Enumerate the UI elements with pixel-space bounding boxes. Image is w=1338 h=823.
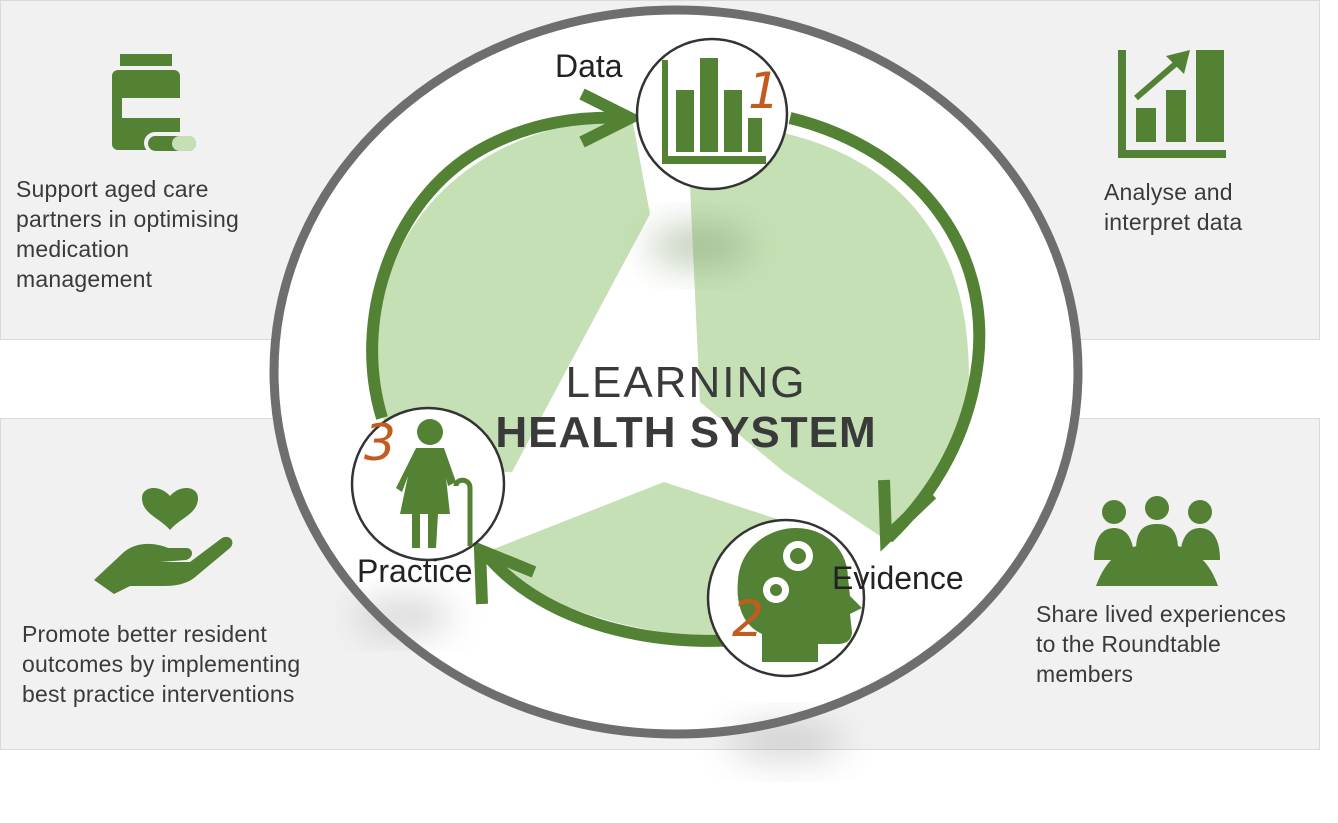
- sector-data-evidence: [690, 123, 969, 540]
- medication-bottle-pill-icon: [112, 54, 200, 154]
- step-number-2: 2: [732, 590, 764, 648]
- arrow-to-practice: [479, 548, 741, 647]
- arrow-head-evidence: [878, 479, 937, 552]
- top-right-description: Analyse and interpret data: [1104, 179, 1243, 235]
- title-learning: LEARNING: [565, 358, 807, 407]
- elderly-person-cane-icon: [396, 419, 473, 548]
- growth-chart-icon: [1118, 50, 1226, 158]
- arrow-head-data: [579, 88, 644, 148]
- arrow-head-practice: [473, 540, 537, 605]
- title-health-system: HEALTH SYSTEM: [495, 408, 877, 457]
- label-data: Data: [555, 48, 623, 84]
- group-meeting-icon: [1094, 496, 1220, 586]
- hand-heart-icon: [94, 487, 233, 594]
- top-left-description: Support aged care partners in optimising…: [16, 176, 240, 292]
- sector-practice-data: [377, 118, 650, 472]
- bottom-left-description: Promote better resident outcomes by impl…: [22, 621, 301, 707]
- label-evidence: Evidence: [832, 560, 964, 596]
- arrow-to-evidence: [788, 112, 986, 543]
- arrow-to-data: [366, 111, 629, 420]
- bottom-right-description: Share lived experiences to the Roundtabl…: [1036, 601, 1287, 687]
- step-number-1: 1: [748, 62, 780, 120]
- sector-evidence-practice: [476, 482, 780, 640]
- label-practice: Practice: [357, 553, 473, 589]
- head-gears-icon: [737, 528, 862, 662]
- bar-chart-icon: [662, 58, 766, 164]
- step-number-3: 3: [364, 414, 396, 472]
